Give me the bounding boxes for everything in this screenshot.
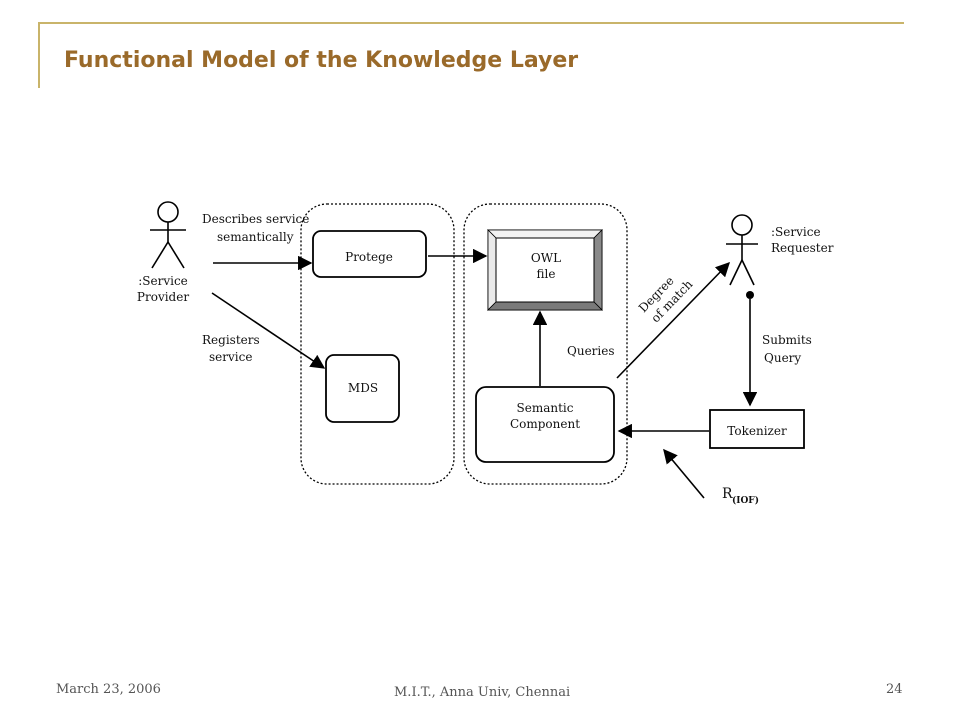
actor-head <box>731 214 753 236</box>
footer-organization: M.I.T., Anna Univ, Chennai <box>394 685 571 700</box>
tokenizer-box <box>709 409 805 449</box>
mds-box <box>325 354 400 423</box>
r-iof-subscript: (IOF) <box>732 495 759 506</box>
submits-query-label-line1: Submits <box>762 333 812 347</box>
degree-of-match-arrow <box>616 261 731 379</box>
service-requester-label-line1: :Service <box>771 225 821 239</box>
semantic-component-label-line2: Component <box>510 417 580 431</box>
owl-file-label-line2: file <box>537 267 556 281</box>
service-provider-label-line1: :Service <box>138 274 188 288</box>
r-iof-arrow <box>663 448 705 499</box>
service-requester-label-line2: Requester <box>771 241 834 255</box>
submits-query-label-line2: Query <box>764 351 801 365</box>
describes-service-label-line2: semantically <box>217 230 294 244</box>
page-number: 24 <box>886 682 903 697</box>
requester-dot <box>746 291 754 299</box>
knowledge-side-container <box>463 203 628 485</box>
owl-file-box <box>487 229 603 311</box>
frame-left-line <box>38 22 40 88</box>
r-iof-label: R <box>722 486 733 502</box>
registers-service-label-line2: service <box>209 350 252 364</box>
service-provider-label-line2: Provider <box>137 290 189 304</box>
degree-of-match-label: Degree of match <box>636 274 696 326</box>
mds-label: MDS <box>348 381 378 395</box>
service-requester-actor <box>726 214 758 286</box>
provider-side-container <box>300 203 455 485</box>
tokenizer-label: Tokenizer <box>727 424 787 438</box>
frame-top-line <box>40 22 904 24</box>
describes-service-label-line1: Describes service <box>202 212 309 226</box>
semantic-component-label-line1: Semantic <box>517 401 574 415</box>
registers-arrow <box>211 292 326 369</box>
registers-service-label-line1: Registers <box>202 333 260 347</box>
footer-date: March 23, 2006 <box>56 682 161 697</box>
service-provider-actor <box>150 201 186 269</box>
queries-label: Queries <box>567 344 615 358</box>
semantic-component-box <box>475 386 615 463</box>
slide-title: Functional Model of the Knowledge Layer <box>64 48 579 73</box>
owl-file-label-line1: OWL <box>531 251 561 265</box>
actor-head <box>157 201 179 223</box>
protege-box <box>312 230 427 278</box>
protege-label: Protege <box>345 250 393 264</box>
